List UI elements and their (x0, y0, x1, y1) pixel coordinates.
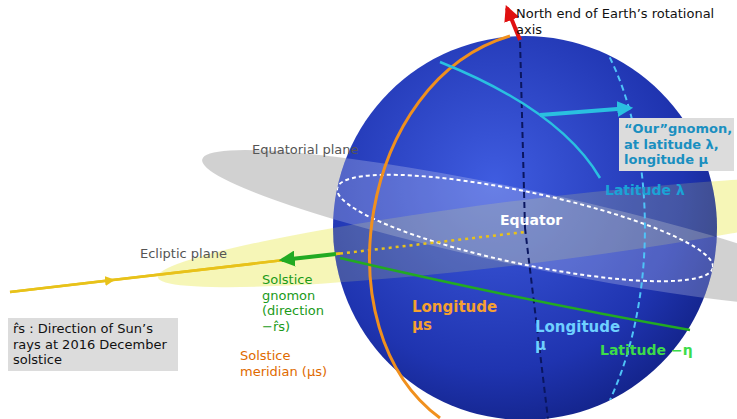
axis-label: North end of Earth’s rotational axis (516, 6, 726, 37)
gnomon-callout-box: “Our”gnomon, at latitude λ, longitude μ (619, 118, 734, 171)
plane-label: Equatorial plane (252, 142, 358, 158)
latitude-eta-line (340, 258, 690, 330)
latitude-lambda-line (440, 62, 600, 178)
callout-text: “Our”gnomon, at latitude λ, longitude μ (624, 121, 729, 168)
sun-ray-callout-box: r̂s : Direction of Sun’s rays at 2016 De… (8, 318, 178, 371)
latitude-label: Latitude λ (605, 182, 685, 199)
plane-label: Ecliptic plane (140, 246, 227, 262)
solstice-meridian (370, 36, 510, 418)
our-gnomon-arrow (540, 108, 630, 115)
solstice-gnomon-arrow (282, 254, 336, 260)
latitude-label: Latitude −η (600, 342, 693, 359)
callout-text: r̂s : Direction of Sun’s rays at 2016 De… (13, 321, 173, 368)
longitude-label: Longitude μs (412, 298, 500, 334)
equator-line (330, 153, 721, 303)
equator-label: Equator (500, 212, 562, 229)
gnomon-label: Solstice gnomon (direction −r̂s) (262, 272, 340, 334)
sun-ray-inside (340, 232, 525, 254)
meridian-label: Solstice meridian (μs) (240, 348, 330, 379)
